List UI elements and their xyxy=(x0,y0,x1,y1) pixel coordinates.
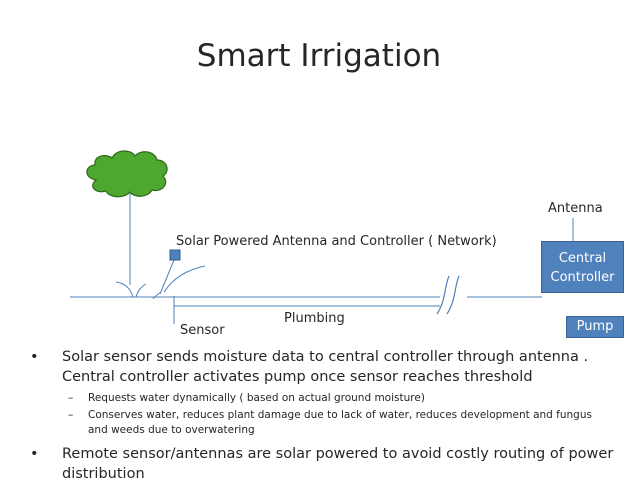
sensor-label: Sensor xyxy=(180,323,225,338)
bullet-item: • Solar sensor sends moisture data to ce… xyxy=(30,347,615,387)
slide: Smart Irrigation A xyxy=(30,38,624,482)
plumbing-label: Plumbing xyxy=(284,311,345,326)
sub-bullet-text: Requests water dynamically ( based on ac… xyxy=(88,392,425,404)
bullet-marker: • xyxy=(30,446,39,462)
pipe-break-icon xyxy=(436,275,460,315)
slide-title: Smart Irrigation xyxy=(196,38,442,74)
pump-label: Pump xyxy=(576,319,614,334)
pump-box: Pump xyxy=(566,316,624,338)
bullet-item: • Remote sensor/antennas are solar power… xyxy=(30,444,615,484)
controller-label-line1: Central xyxy=(558,251,607,266)
sub-bullet-text: Conserves water, reduces plant damage du… xyxy=(88,409,592,436)
sub-bullet-item: – Conserves water, reduces plant damage … xyxy=(30,408,615,438)
sub-bullet-marker: – xyxy=(68,392,74,404)
antenna-label: Antenna xyxy=(548,201,603,216)
bullet-marker: • xyxy=(30,349,39,365)
irrigation-diagram xyxy=(70,150,574,324)
solar-panel-icon xyxy=(169,249,181,261)
solar-antenna-mast xyxy=(159,259,175,295)
bullet-text: Solar sensor sends moisture data to cent… xyxy=(62,349,589,385)
tree-canopy-icon xyxy=(86,150,168,198)
network-label: Solar Powered Antenna and Controller ( N… xyxy=(176,234,497,249)
central-controller-box: Central Controller xyxy=(541,241,624,293)
sub-bullet-item: – Requests water dynamically ( based on … xyxy=(30,391,615,406)
antenna-arc xyxy=(163,265,206,293)
bullet-list: • Solar sensor sends moisture data to ce… xyxy=(30,347,615,488)
tree-roots xyxy=(115,281,162,300)
sub-bullet-marker: – xyxy=(68,409,74,421)
bullet-text: Remote sensor/antennas are solar powered… xyxy=(62,446,614,482)
plumbing-pipe xyxy=(173,302,440,307)
controller-label-line2: Controller xyxy=(550,270,615,285)
